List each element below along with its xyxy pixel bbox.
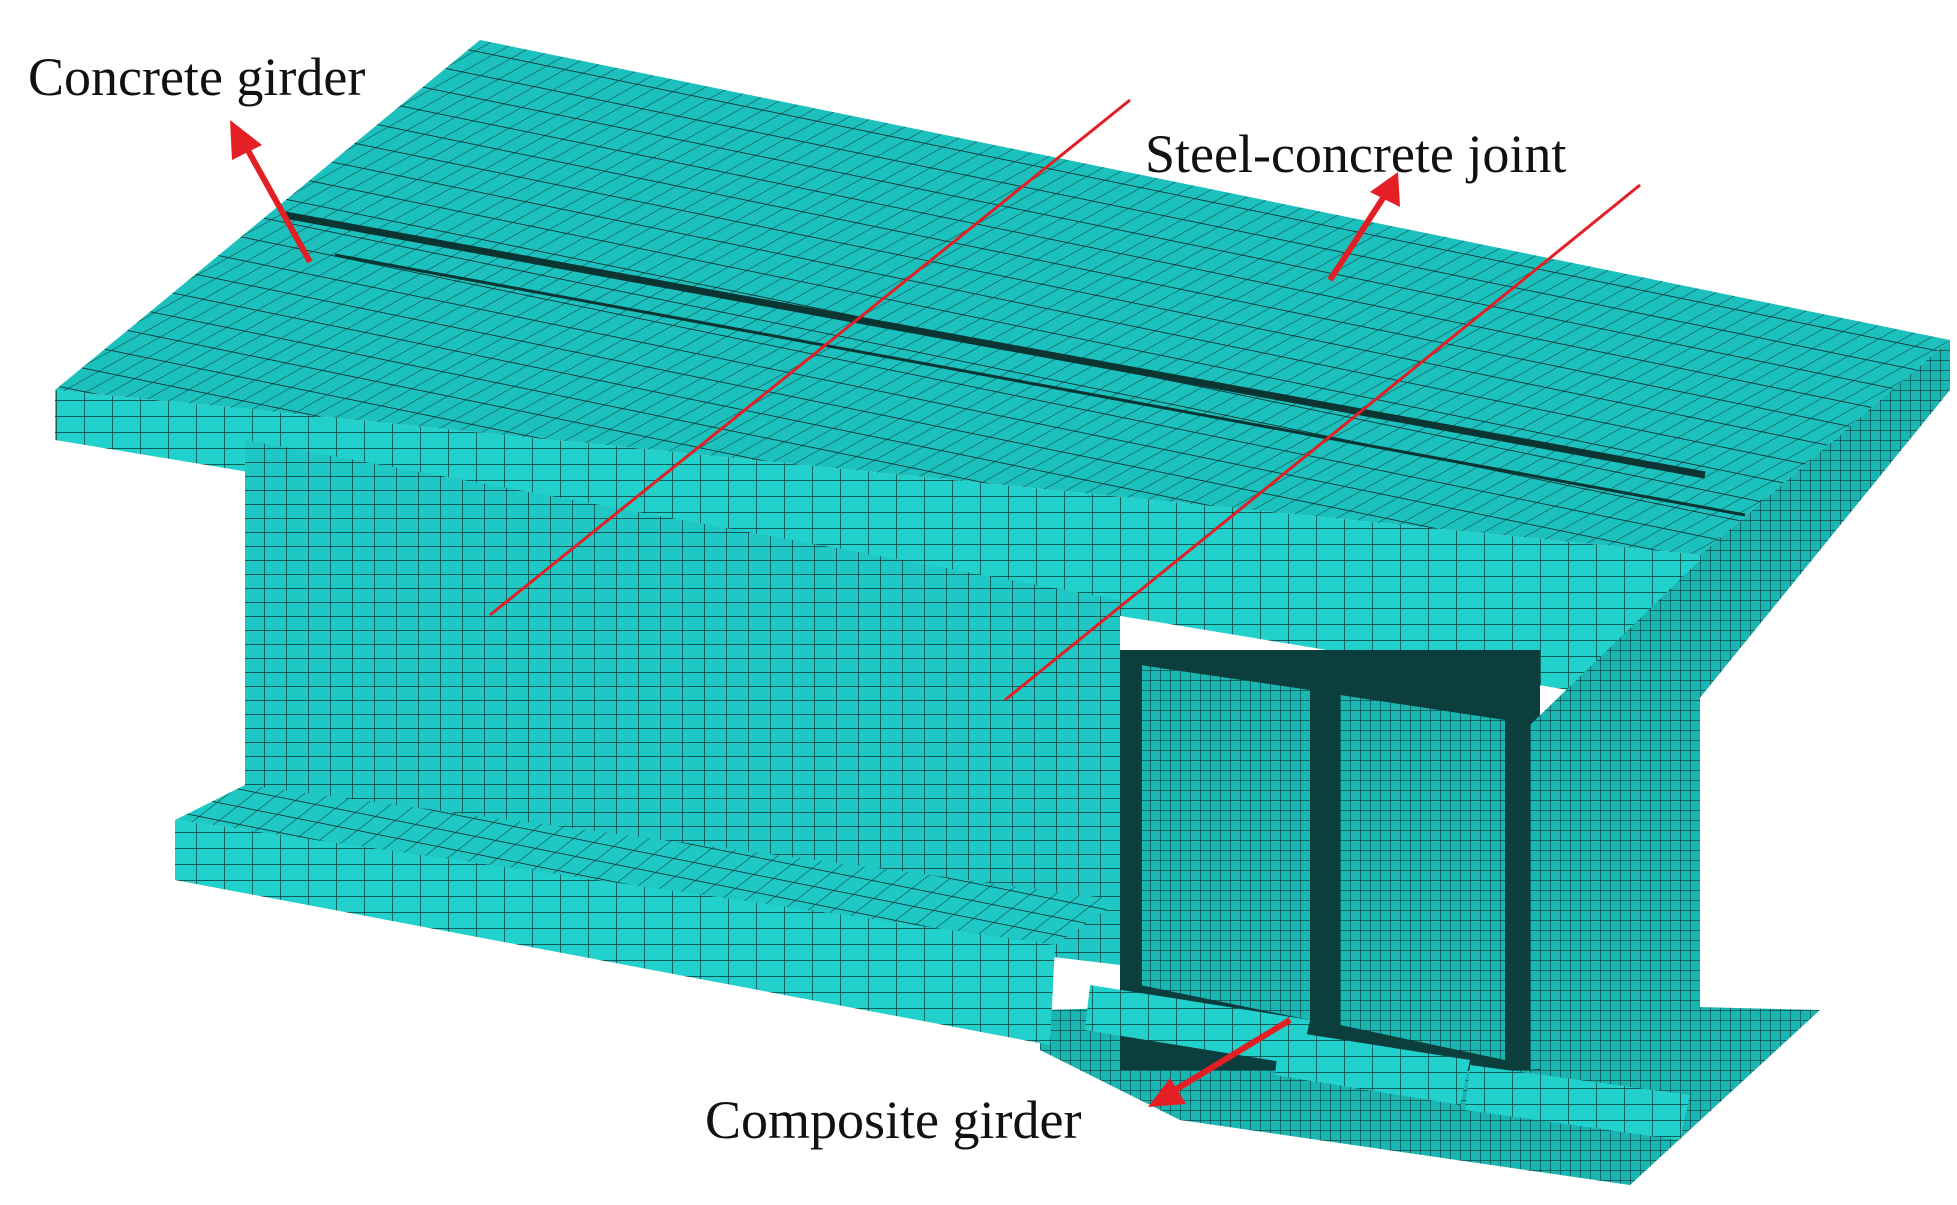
steel-web-edge-3 [1505,720,1530,1065]
arrow-concrete-girder [230,120,313,264]
joint-plane-line-1 [489,98,1131,617]
steel-web-2 [1340,695,1505,1060]
steel-web-edge-1 [1120,660,1142,990]
deck-groove-2 [334,253,1746,517]
steel-web-edge-2 [1310,690,1340,1025]
joint-plane-line-2 [1004,183,1641,702]
arrow-composite-girder [1148,1017,1292,1107]
steel-web-1 [1140,665,1310,1020]
arrow-steel-concrete-joint [1327,172,1400,282]
deck-top-surface [55,40,1950,555]
label-concrete-girder: Concrete girder [28,47,365,107]
concrete-bottom-flange-front [175,820,1055,1045]
deck-right-stiffener [1760,490,1785,560]
deck-side-edge [1690,340,1950,710]
steel-flange-3 [1465,1065,1690,1140]
steel-flange-2 [1275,1030,1470,1105]
steel-web-3 [1530,560,1700,1070]
deck-groove-1 [284,211,1706,479]
label-steel-concrete-joint: Steel-concrete joint [1145,124,1566,184]
concrete-bottom-flange-top [175,785,1120,945]
deck-front-edge [55,390,1700,710]
label-composite-girder: Composite girder [705,1090,1081,1150]
